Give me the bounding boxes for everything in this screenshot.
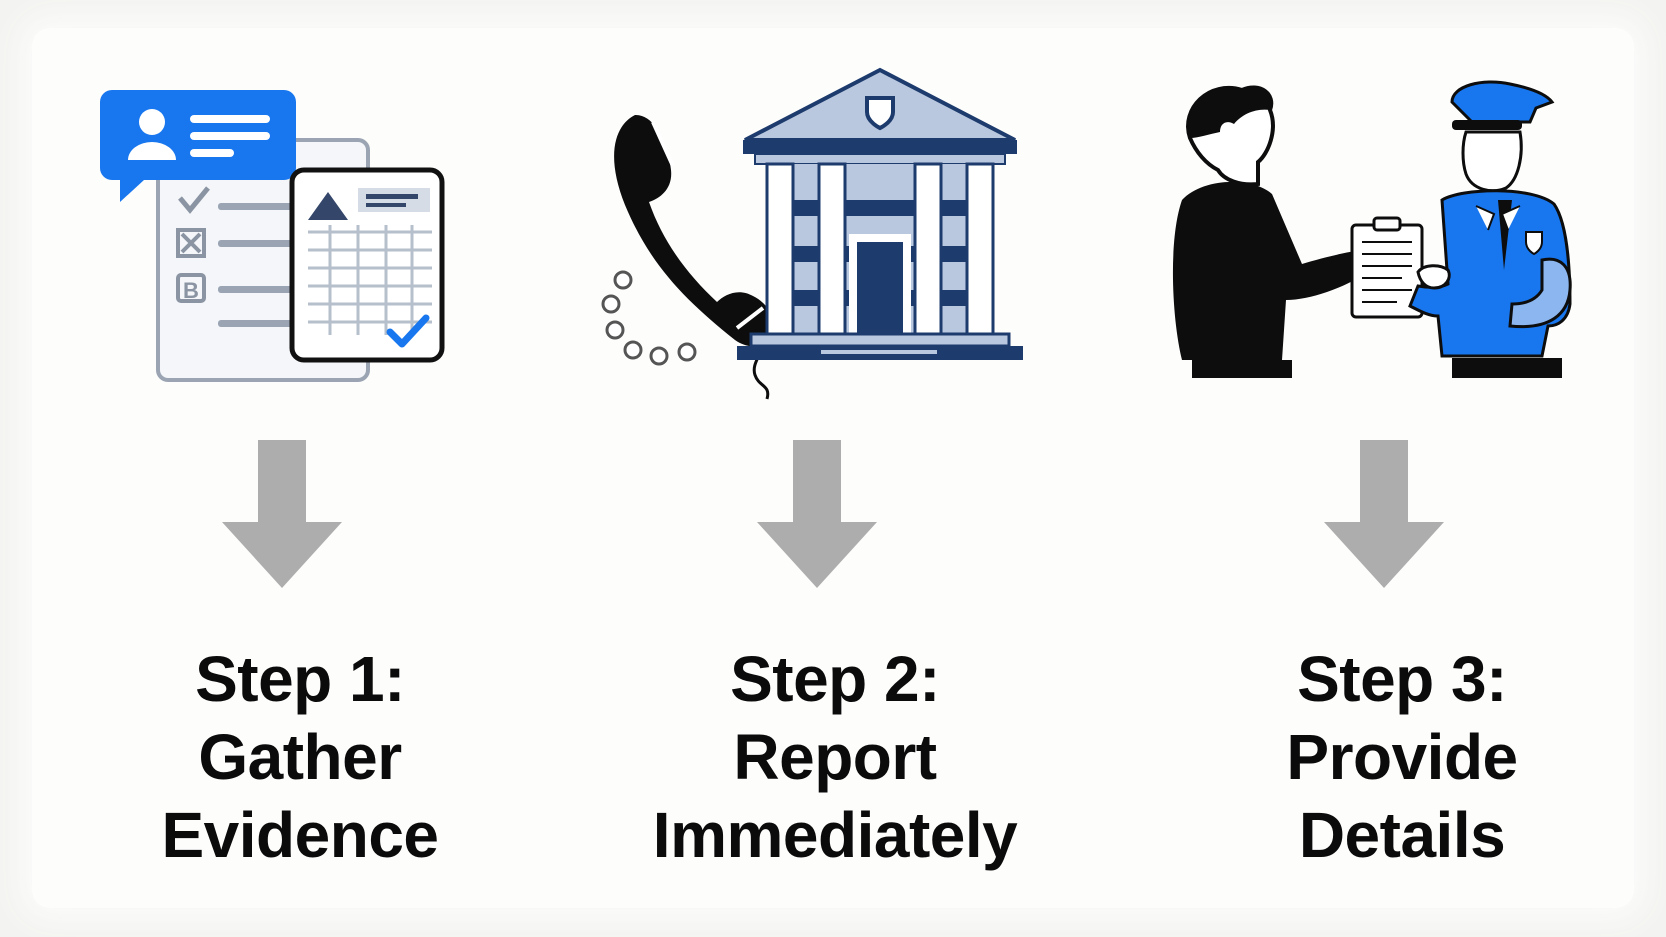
step-1-label: Step 1: Gather Evidence — [40, 640, 560, 874]
phone-and-police-station-icon — [601, 67, 1023, 400]
step-number: Step 2: — [730, 643, 940, 715]
step-number: Step 1: — [195, 643, 405, 715]
step-title-line1: Provide — [1286, 721, 1518, 793]
step-title-line2: Evidence — [161, 799, 439, 871]
person-giving-report-to-officer-icon — [1172, 80, 1572, 378]
step-3-label: Step 3: Provide Details — [1142, 640, 1662, 874]
down-arrow-icon — [1324, 440, 1444, 588]
step-number: Step 3: — [1297, 643, 1507, 715]
down-arrow-icon — [222, 440, 342, 588]
step-2-label: Step 2: Report Immediately — [575, 640, 1095, 874]
step-title-line2: Immediately — [652, 799, 1018, 871]
step-title-line2: Details — [1298, 799, 1506, 871]
step-3: Step 3: Provide Details — [1122, 0, 1642, 937]
step-1: B — [40, 0, 560, 937]
down-arrow-icon — [757, 440, 877, 588]
step-title-line1: Gather — [198, 721, 402, 793]
step-2: Step 2: Report Immediately — [575, 0, 1095, 937]
step-title-line1: Report — [733, 721, 937, 793]
svg-text:B: B — [183, 278, 199, 303]
evidence-documents-icon: B — [100, 90, 445, 382]
